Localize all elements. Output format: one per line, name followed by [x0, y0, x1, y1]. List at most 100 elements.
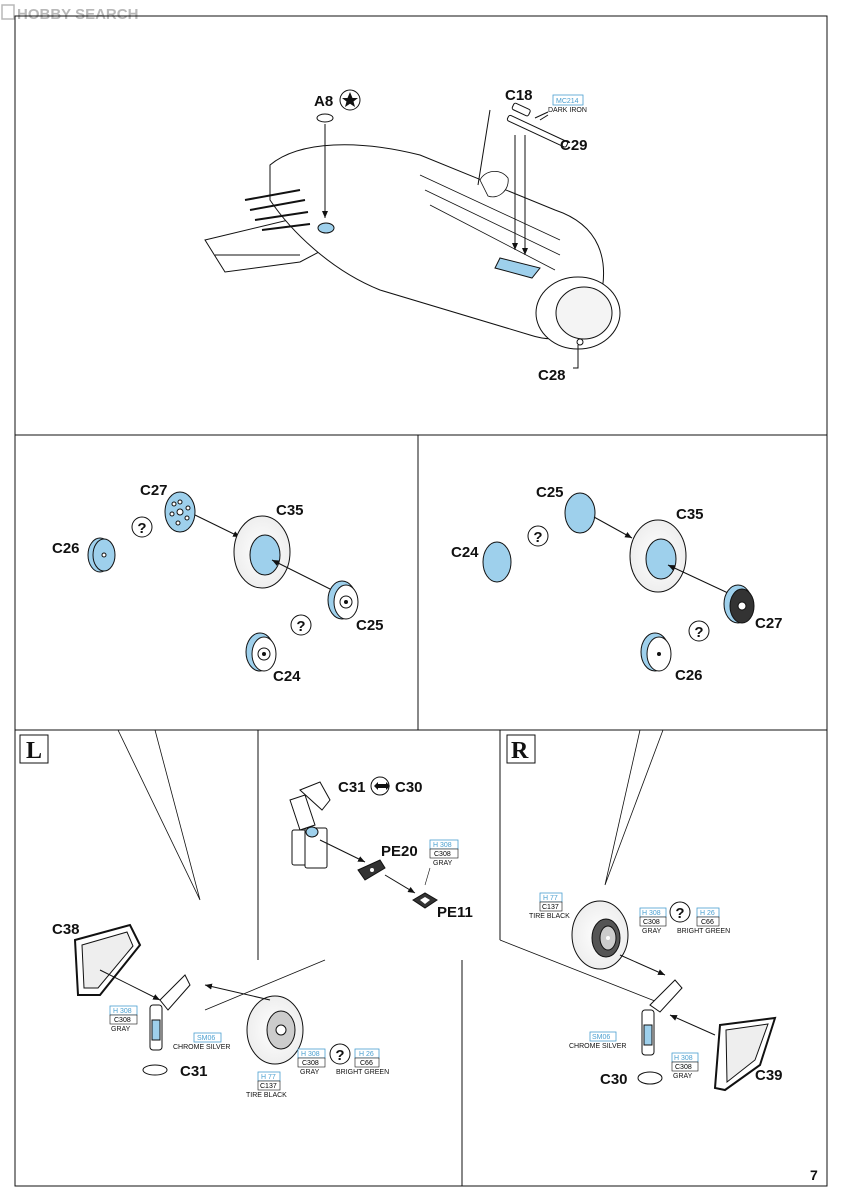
- side-badge-r: R: [511, 738, 529, 764]
- part-c35-tire: [233, 515, 291, 589]
- part-c30-strut: [637, 979, 683, 1085]
- svg-text:GRAY: GRAY: [433, 860, 453, 867]
- part-wheel: [246, 995, 304, 1065]
- part-c28: [576, 338, 584, 346]
- paint-callout-tire: H 77 C137 TIRE BLACK: [246, 1071, 287, 1099]
- label-c35: C35: [276, 502, 304, 519]
- svg-text:C66: C66: [701, 919, 714, 926]
- right-wheel-panel: C25 C24 ? C35 C27 ?: [451, 484, 783, 684]
- center-detail-panel: C31 C30 PE20 H 308 C308 GRAY: [289, 776, 473, 921]
- fuselage-drawing: [204, 109, 621, 350]
- label-pe11: PE11: [437, 904, 473, 921]
- svg-text:HOBBY SEARCH: HOBBY SEARCH: [17, 6, 138, 23]
- svg-text:C308: C308: [302, 1060, 319, 1067]
- label-c31: C31: [180, 1063, 208, 1080]
- label-c28: C28: [538, 367, 566, 384]
- label-c25: C25: [356, 617, 384, 634]
- svg-text:H 308: H 308: [301, 1051, 320, 1058]
- svg-text:MC214: MC214: [556, 98, 579, 105]
- part-c24: [245, 632, 277, 672]
- paint-callout-chrome: SM06 CHROME SILVER: [569, 1031, 626, 1050]
- label-c26: C26: [675, 667, 703, 684]
- label-c27: C27: [755, 615, 783, 632]
- paint-callout-mc214: MC214 DARK IRON: [548, 94, 587, 114]
- label-c24: C24: [451, 544, 479, 561]
- svg-text:H 308: H 308: [113, 1008, 132, 1015]
- part-c35-tire: [629, 519, 687, 593]
- svg-text:H 26: H 26: [700, 910, 715, 917]
- svg-text:DARK IRON: DARK IRON: [548, 107, 587, 114]
- top-panel: A8 C18 MC214 DARK IRON C29 C28: [204, 87, 621, 384]
- question-icon: ?: [131, 516, 153, 538]
- side-badge-l: L: [26, 738, 42, 764]
- paint-callout-wheel-gray: H 308 C308 GRAY: [639, 907, 667, 935]
- label-a8: A8: [314, 93, 333, 110]
- label-c30: C30: [600, 1071, 628, 1088]
- svg-text:H 77: H 77: [261, 1074, 276, 1081]
- paint-callout-gray: H 308 C308 GRAY: [109, 1005, 138, 1033]
- panel-frame: [14, 15, 828, 1187]
- svg-text:C137: C137: [260, 1083, 277, 1090]
- label-c25: C25: [536, 484, 564, 501]
- swap-arrow-icon: [370, 776, 390, 796]
- svg-text:C66: C66: [360, 1060, 373, 1067]
- svg-text:C137: C137: [542, 904, 559, 911]
- label-c27: C27: [140, 482, 168, 499]
- question-icon: ?: [329, 1043, 351, 1065]
- svg-text:H 26: H 26: [359, 1051, 374, 1058]
- svg-text:?: ?: [296, 618, 305, 635]
- part-wheel: [571, 900, 629, 970]
- part-c24-cap: [482, 541, 512, 583]
- svg-text:GRAY: GRAY: [642, 928, 662, 935]
- star-icon: [339, 89, 361, 111]
- paint-callout-gray-detail: H 308 C308 GRAY: [424, 839, 459, 886]
- svg-text:?: ?: [694, 624, 703, 641]
- svg-text:TIRE BLACK: TIRE BLACK: [246, 1092, 287, 1099]
- part-strut-detail: [289, 781, 331, 869]
- label-c39: C39: [755, 1067, 783, 1084]
- page-number: 7: [810, 1167, 818, 1183]
- svg-text:GRAY: GRAY: [673, 1073, 693, 1080]
- watermark: HOBBY SEARCH: [1, 4, 138, 23]
- part-c27: [164, 491, 196, 533]
- svg-text:C308: C308: [675, 1064, 692, 1071]
- part-c39-door: [713, 1016, 777, 1092]
- label-c18: C18: [505, 87, 533, 104]
- svg-text:?: ?: [137, 520, 146, 537]
- part-pe20: [357, 859, 386, 881]
- svg-text:SM06: SM06: [197, 1035, 215, 1042]
- label-c26: C26: [52, 540, 80, 557]
- svg-text:H 308: H 308: [674, 1055, 693, 1062]
- left-gear-panel: L C38 C31 H 308 C308 GRAY SM06 CHROME SI: [19, 729, 389, 1099]
- label-pe20: PE20: [381, 843, 418, 860]
- question-icon: ?: [290, 614, 312, 636]
- svg-text:?: ?: [533, 529, 542, 546]
- svg-text:GRAY: GRAY: [300, 1069, 320, 1076]
- svg-text:?: ?: [675, 905, 684, 922]
- svg-text:C308: C308: [434, 851, 451, 858]
- label-c31-detail: C31: [338, 779, 366, 796]
- paint-callout-gray: H 308 C308 GRAY: [671, 1052, 699, 1080]
- svg-text:H 308: H 308: [433, 842, 452, 849]
- svg-text:SM06: SM06: [592, 1034, 610, 1041]
- part-c18: [511, 102, 549, 119]
- paint-callout-wheel-green: H 26 C66 BRIGHT GREEN: [336, 1048, 389, 1076]
- label-c30-detail: C30: [395, 779, 423, 796]
- svg-text:BRIGHT GREEN: BRIGHT GREEN: [677, 928, 730, 935]
- svg-text:CHROME SILVER: CHROME SILVER: [569, 1043, 626, 1050]
- paint-callout-tire: H 77 C137 TIRE BLACK: [529, 892, 570, 920]
- left-wheel-panel: C27 C26 ? C35: [52, 482, 384, 685]
- paint-callout-wheel-green: H 26 C66 BRIGHT GREEN: [677, 907, 730, 935]
- part-pe11: [412, 892, 438, 909]
- paint-callout-chrome: SM06 CHROME SILVER: [173, 1032, 230, 1051]
- label-c35: C35: [676, 506, 704, 523]
- svg-text:C308: C308: [643, 919, 660, 926]
- svg-text:BRIGHT GREEN: BRIGHT GREEN: [336, 1069, 389, 1076]
- svg-text:?: ?: [335, 1047, 344, 1064]
- svg-text:H 77: H 77: [543, 895, 558, 902]
- right-gear-panel: R H 77 C137 TIRE BLACK H 308 C308 GRAY ?: [499, 729, 783, 1092]
- part-c26-hub: [640, 632, 672, 672]
- part-c29: [506, 114, 569, 148]
- label-c38: C38: [52, 921, 80, 938]
- question-icon: ?: [527, 525, 549, 547]
